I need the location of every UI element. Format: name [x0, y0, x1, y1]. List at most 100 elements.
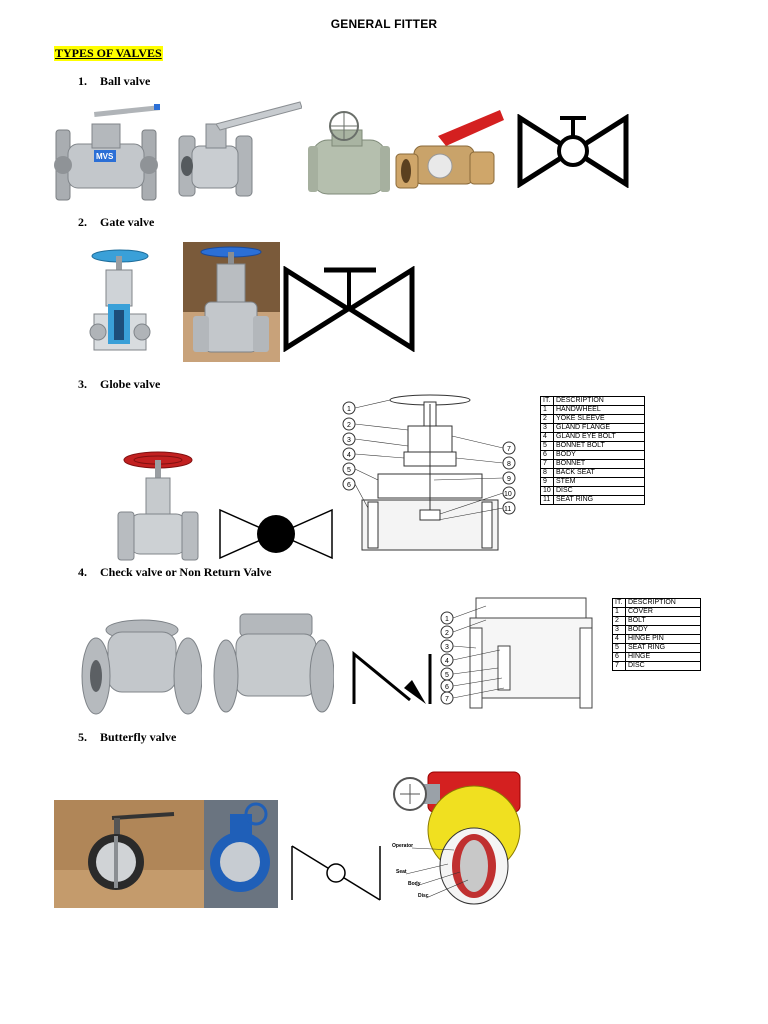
table-header-row: IT. DESCRIPTION: [540, 396, 645, 406]
table-cell: STEM: [553, 477, 645, 487]
table-cell: SEAT RING: [553, 495, 645, 505]
ball-valve-photo-lever: [178, 101, 302, 197]
item-gate-valve: 2. Gate valve: [78, 215, 154, 230]
table-header-row: IT. DESCRIPTION: [612, 598, 701, 608]
item-check-valve: 4. Check valve or Non Return Valve: [78, 565, 271, 580]
svg-text:4: 4: [347, 452, 351, 459]
table-cell: 4: [540, 432, 554, 442]
butterfly-valve-photo-gear: [204, 800, 278, 908]
table-cell: HINGE: [625, 652, 701, 662]
table-cell: 5: [612, 643, 626, 653]
table-cell: 1: [540, 405, 554, 415]
svg-text:10: 10: [504, 491, 512, 498]
svg-text:8: 8: [507, 461, 511, 468]
item-number: 1.: [78, 74, 87, 88]
item-ball-valve: 1. Ball valve: [78, 74, 150, 89]
item-number: 5.: [78, 730, 87, 744]
item-label: Ball valve: [100, 74, 151, 88]
svg-text:6: 6: [445, 684, 449, 691]
svg-text:1: 1: [445, 616, 449, 623]
globe-valve-photo: [117, 451, 199, 561]
brand-mark: MVS: [96, 152, 114, 161]
ball-valve-symbol: [517, 114, 629, 188]
item-number: 4.: [78, 565, 87, 579]
svg-text:5: 5: [445, 672, 449, 679]
ball-valve-photo-gear: [308, 111, 390, 195]
check-valve-photo-swing: [213, 613, 334, 713]
table-cell: GLAND FLANGE: [553, 423, 645, 433]
document-title: GENERAL FITTER: [330, 17, 438, 31]
table-cell: 10: [540, 486, 554, 496]
svg-text:6: 6: [347, 482, 351, 489]
check-valve-diagram: 1 2 3 4 5 6 7: [440, 597, 593, 709]
svg-text:7: 7: [507, 446, 511, 453]
table-cell: 3: [540, 423, 554, 433]
butterfly-valve-photo-wafer: [54, 800, 206, 908]
svg-text:9: 9: [507, 476, 511, 483]
table-header: DESCRIPTION: [553, 396, 645, 406]
gate-valve-photo-industrial: [183, 242, 280, 362]
table-header: DESCRIPTION: [625, 598, 701, 608]
table-cell: 2: [612, 616, 626, 626]
table-cell: 1: [612, 607, 626, 617]
table-cell: DISC: [625, 661, 701, 671]
table-cell: YOKE SLEEVE: [553, 414, 645, 424]
ball-valve-photo-flanged: MVS: [54, 100, 160, 202]
item-number: 3.: [78, 377, 87, 391]
table-cell: 4: [612, 634, 626, 644]
globe-valve-diagram: 1 2 3 4 5 6 7 8 9 10 11: [342, 394, 516, 551]
label-seat: Seat: [396, 869, 407, 875]
table-cell: HANDWHEEL: [553, 405, 645, 415]
svg-text:5: 5: [347, 467, 351, 474]
table-cell: 9: [540, 477, 554, 487]
table-cell: BONNET BOLT: [553, 441, 645, 451]
check-valve-photo-bolted: [81, 619, 202, 715]
butterfly-valve-symbol: [291, 845, 381, 901]
table-cell: BACK SEAT: [553, 468, 645, 478]
svg-text:4: 4: [445, 658, 449, 665]
svg-text:1: 1: [347, 406, 351, 413]
item-butterfly-valve: 5.Butterfly valve: [78, 730, 176, 745]
table-cell: 6: [612, 652, 626, 662]
table-cell: BONNET: [553, 459, 645, 469]
globe-valve-symbol: [219, 508, 333, 560]
ball-valve-photo-brass: [395, 110, 504, 189]
table-cell: BODY: [625, 625, 701, 635]
svg-text:2: 2: [347, 422, 351, 429]
section-heading: TYPES OF VALVES: [54, 46, 163, 61]
item-label: Gate valve: [100, 215, 155, 229]
table-cell: 11: [540, 495, 554, 505]
table-cell: DISC: [553, 486, 645, 496]
svg-text:2: 2: [445, 630, 449, 637]
svg-text:3: 3: [445, 644, 449, 651]
gate-valve-symbol: [283, 266, 415, 352]
item-label: Globe valve: [100, 377, 161, 391]
svg-text:3: 3: [347, 437, 351, 444]
item-label: Check valve or Non Return Valve: [100, 565, 272, 579]
table-cell: 7: [612, 661, 626, 671]
table-cell: 3: [612, 625, 626, 635]
table-header: IT.: [612, 598, 626, 608]
table-cell: HINGE PIN: [625, 634, 701, 644]
table-cell: GLAND EYE BOLT: [553, 432, 645, 442]
label-operator: Operator: [392, 843, 414, 849]
table-header: IT.: [540, 396, 554, 406]
svg-text:11: 11: [504, 506, 511, 513]
item-number: 2.: [78, 215, 87, 229]
gate-valve-photo-cutaway: [89, 249, 151, 351]
